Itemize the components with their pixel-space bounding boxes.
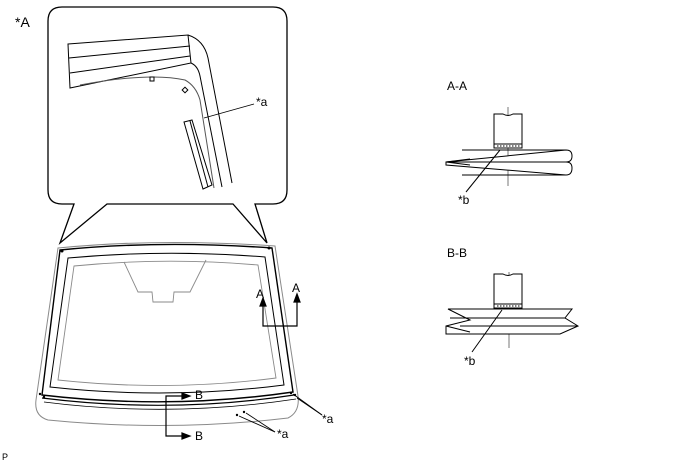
callout-a-label-right: *a — [322, 412, 334, 426]
corner-label: P — [2, 452, 9, 462]
arrow-a-label-right: A — [292, 281, 301, 295]
callout-b-label-aa: *b — [458, 193, 470, 207]
section-arrow-a — [259, 292, 301, 327]
callout-a-label-bottom: *a — [277, 427, 289, 441]
arrow-b-label-bottom: B — [195, 429, 204, 443]
arrow-a-label-left: A — [256, 287, 265, 301]
callout-a-label-bubble: *a — [256, 95, 268, 109]
view-tag-label: *A — [15, 14, 30, 30]
section-aa-drawing — [445, 107, 573, 193]
arrow-b-label-top: B — [195, 388, 204, 402]
section-aa-title: A-A — [447, 79, 468, 93]
section-bb-title: B-B — [447, 246, 468, 260]
windshield — [35, 241, 299, 427]
section-bb-drawing — [445, 272, 580, 353]
detail-molding — [67, 34, 233, 190]
callout-b-label-bb: *b — [464, 354, 476, 368]
leader-a-bubble — [203, 103, 255, 119]
leaders-a-bottom — [238, 393, 323, 433]
section-arrow-b — [165, 392, 192, 440]
